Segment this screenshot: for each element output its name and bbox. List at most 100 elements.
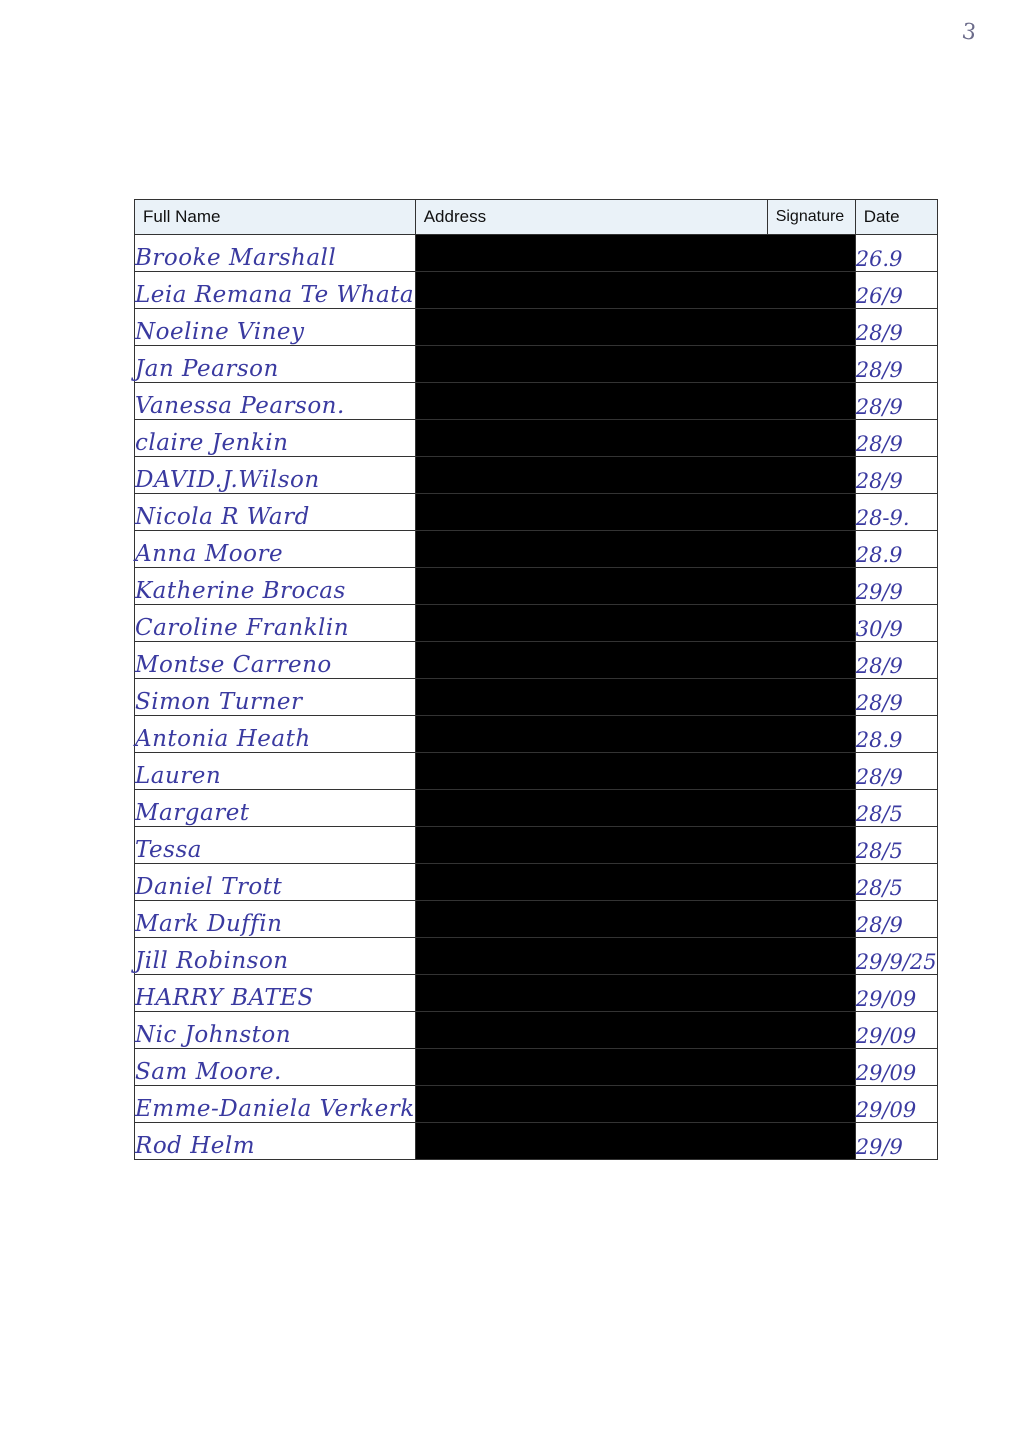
signed-date: 26/9 [854, 271, 938, 309]
table-row: Vanessa Pearson. 28/9 [134, 382, 938, 420]
signed-date: 28/9 [854, 678, 938, 716]
table-row: Simon Turner 28/9 [134, 678, 938, 716]
table-row: Caroline Franklin 30/9 [134, 604, 938, 642]
redacted-address-signature [414, 530, 856, 568]
signer-name: Leia Remana Te Whata [134, 271, 416, 309]
redacted-address-signature [414, 493, 856, 531]
redacted-address-signature [414, 308, 856, 346]
table-row: Katherine Brocas 29/9 [134, 567, 938, 605]
table-row: Anna Moore 28.9 [134, 530, 938, 568]
signed-date: 28/9 [854, 308, 938, 346]
signer-name: Lauren [134, 752, 416, 790]
signer-name: Sam Moore. [134, 1048, 416, 1086]
signer-name: Nic Johnston [134, 1011, 416, 1049]
redacted-address-signature [414, 271, 856, 309]
header-full-name: Full Name [134, 199, 416, 235]
table-row: Rod Helm 29/9 [134, 1122, 938, 1160]
signer-name: Jan Pearson [134, 345, 416, 383]
redacted-address-signature [414, 1085, 856, 1123]
signed-date: 29/09 [854, 1011, 938, 1049]
redacted-address-signature [414, 419, 856, 457]
table-row: claire Jenkin 28/9 [134, 419, 938, 457]
signer-name: Emme-Daniela Verkerk [134, 1085, 416, 1123]
signer-name: Montse Carreno [134, 641, 416, 679]
table-row: Daniel Trott 28/5 [134, 863, 938, 901]
redacted-address-signature [414, 1048, 856, 1086]
signed-date: 28/9 [854, 900, 938, 938]
signer-name: Rod Helm [134, 1122, 416, 1160]
table-row: Nic Johnston 29/09 [134, 1011, 938, 1049]
table-row: Margaret 28/5 [134, 789, 938, 827]
signer-name: Brooke Marshall [134, 234, 416, 272]
signer-name: Anna Moore [134, 530, 416, 568]
signer-name: Tessa [134, 826, 416, 864]
signer-name: Simon Turner [134, 678, 416, 716]
signer-name: DAVID.J.Wilson [134, 456, 416, 494]
signed-date: 29/09 [854, 974, 938, 1012]
redacted-address-signature [414, 900, 856, 938]
redacted-address-signature [414, 567, 856, 605]
signature-table: Full Name Address Signature Date Brooke … [134, 199, 938, 1160]
table-row: Montse Carreno 28/9 [134, 641, 938, 679]
redacted-address-signature [414, 641, 856, 679]
header-date: Date [854, 199, 938, 235]
signed-date: 28-9. [854, 493, 938, 531]
redacted-address-signature [414, 678, 856, 716]
signer-name: Nicola R Ward [134, 493, 416, 531]
signer-name: Mark Duffin [134, 900, 416, 938]
table-row: Emme-Daniela Verkerk 29/09 [134, 1085, 938, 1123]
signer-name: Katherine Brocas [134, 567, 416, 605]
signed-date: 29/9 [854, 1122, 938, 1160]
table-row: Sam Moore. 29/09 [134, 1048, 938, 1086]
table-row: Jill Robinson 29/9/25 [134, 937, 938, 975]
signer-name: Daniel Trott [134, 863, 416, 901]
redacted-address-signature [414, 604, 856, 642]
signer-name: Caroline Franklin [134, 604, 416, 642]
redacted-address-signature [414, 863, 856, 901]
petition-sheet: Full Name Address Signature Date Brooke … [134, 199, 938, 1160]
redacted-address-signature [414, 456, 856, 494]
page-number: 3 [960, 19, 978, 46]
signed-date: 29/9/25 [854, 937, 938, 975]
signed-date: 29/09 [854, 1085, 938, 1123]
signed-date: 28/9 [854, 382, 938, 420]
table-row: Mark Duffin 28/9 [134, 900, 938, 938]
signed-date: 26.9 [854, 234, 938, 272]
signed-date: 28/9 [854, 456, 938, 494]
redacted-address-signature [414, 234, 856, 272]
table-row: Leia Remana Te Whata 26/9 [134, 271, 938, 309]
redacted-address-signature [414, 715, 856, 753]
header-address: Address [414, 199, 768, 235]
redacted-address-signature [414, 789, 856, 827]
signed-date: 28.9 [854, 715, 938, 753]
redacted-address-signature [414, 974, 856, 1012]
redacted-address-signature [414, 382, 856, 420]
signed-date: 29/9 [854, 567, 938, 605]
signer-name: Noeline Viney [134, 308, 416, 346]
redacted-address-signature [414, 345, 856, 383]
signed-date: 30/9 [854, 604, 938, 642]
signed-date: 28/9 [854, 641, 938, 679]
header-row: Full Name Address Signature Date [134, 199, 938, 235]
signed-date: 28/9 [854, 419, 938, 457]
signer-name: Jill Robinson [134, 937, 416, 975]
table-row: Jan Pearson 28/9 [134, 345, 938, 383]
signer-name: claire Jenkin [134, 419, 416, 457]
signer-name: Vanessa Pearson. [134, 382, 416, 420]
signed-date: 28.9 [854, 530, 938, 568]
signer-name: Margaret [134, 789, 416, 827]
table-row: Tessa 28/5 [134, 826, 938, 864]
signed-date: 29/09 [854, 1048, 938, 1086]
signed-date: 28/5 [854, 789, 938, 827]
table-row: Noeline Viney 28/9 [134, 308, 938, 346]
signed-date: 28/5 [854, 826, 938, 864]
signed-date: 28/5 [854, 863, 938, 901]
signed-date: 28/9 [854, 345, 938, 383]
redacted-address-signature [414, 937, 856, 975]
redacted-address-signature [414, 826, 856, 864]
redacted-address-signature [414, 1011, 856, 1049]
